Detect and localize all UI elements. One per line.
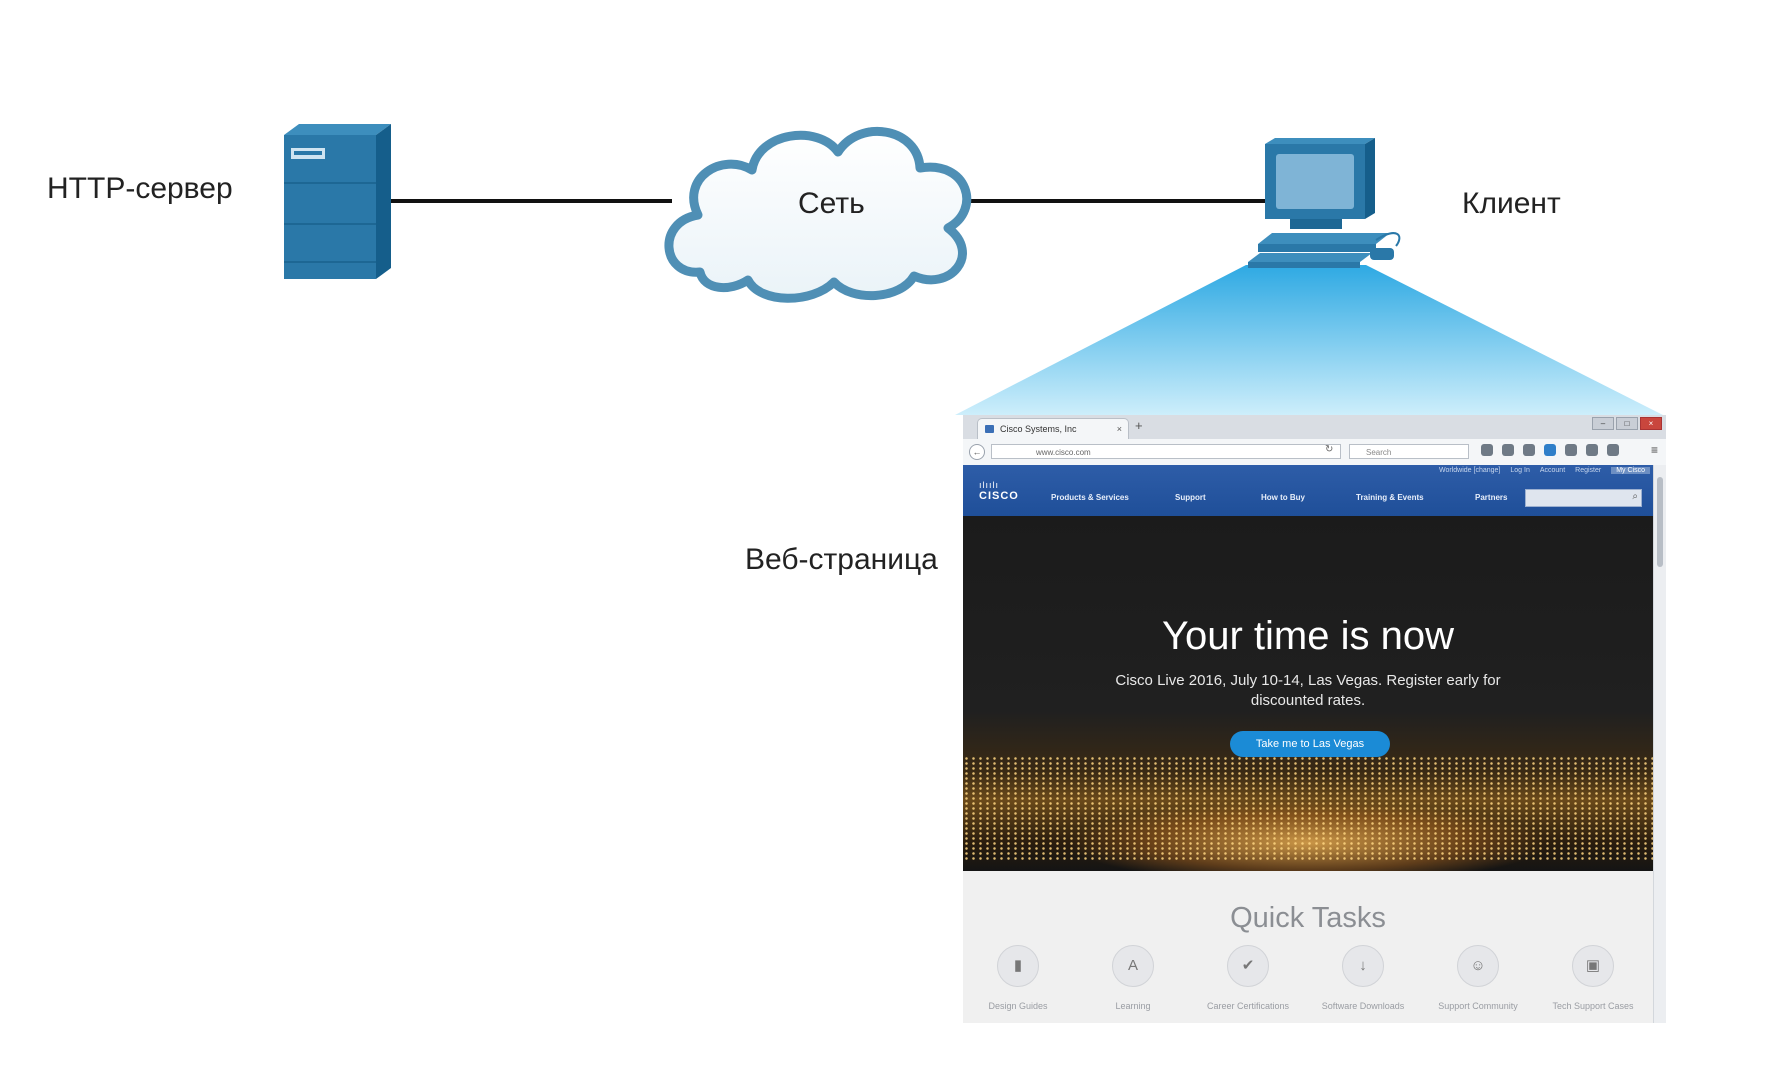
quick-task-label: Tech Support Cases (1552, 1001, 1634, 1011)
utility-link-account[interactable]: Account (1539, 467, 1566, 474)
addon-icon[interactable] (1607, 444, 1619, 456)
page-scrollbar[interactable] (1653, 465, 1666, 1023)
menu-icon[interactable]: ≡ (1650, 443, 1658, 457)
server-icon (284, 124, 391, 279)
utility-link-login[interactable]: Log In (1510, 467, 1530, 474)
quick-task-label: Support Community (1438, 1001, 1518, 1011)
quick-task-label: Learning (1115, 1001, 1151, 1011)
certification-icon: ✔ (1227, 945, 1269, 987)
hero-cta-button[interactable]: Take me to Las Vegas (1230, 731, 1390, 757)
logo-text: CISCO (979, 490, 1019, 502)
tab-close-icon[interactable]: × (1116, 424, 1122, 434)
downloads-icon[interactable] (1544, 444, 1556, 456)
back-button[interactable]: ← (969, 444, 985, 460)
utility-link-worldwide[interactable]: Worldwide [change] (1439, 467, 1501, 474)
nav-products-services[interactable]: Products & Services (1051, 493, 1129, 502)
hero-title: Your time is now (1162, 614, 1454, 658)
cisco-logo[interactable]: ılıılı CISCO (979, 480, 1019, 503)
window-controls: – □ × (1592, 417, 1662, 430)
quick-task-tech-support-cases[interactable]: ▣ Tech Support Cases (1538, 945, 1648, 1011)
city-lights-image (963, 756, 1653, 861)
search-placeholder: Search (1366, 448, 1392, 457)
search-icon: ⌕ (1632, 491, 1638, 502)
close-window-button[interactable]: × (1640, 417, 1662, 430)
webpage-screenshot: Cisco Systems, Inc × + – □ × ← www.cisco… (963, 415, 1666, 1023)
logo-bars-icon: ılıılı (979, 480, 1000, 490)
tab-title: Cisco Systems, Inc (1000, 424, 1077, 434)
browser-tab[interactable]: Cisco Systems, Inc × (977, 418, 1129, 439)
network-label: Сеть (798, 187, 865, 220)
document-icon: ▮ (997, 945, 1039, 987)
quick-task-learning[interactable]: A Learning (1078, 945, 1188, 1011)
address-bar[interactable]: www.cisco.com (991, 444, 1341, 459)
webpage-label: Веб-страница (745, 543, 938, 576)
site-header: Worldwide [change] Log In Account Regist… (963, 465, 1666, 516)
maximize-button[interactable]: □ (1616, 417, 1638, 430)
reload-icon[interactable]: ↻ (1325, 444, 1334, 455)
minimize-button[interactable]: – (1592, 417, 1614, 430)
quick-task-label: Design Guides (988, 1001, 1048, 1011)
client-label: Клиент (1462, 187, 1561, 220)
server-label: HTTP-сервер (47, 172, 233, 205)
quick-tasks-title: Quick Tasks (1230, 902, 1386, 934)
quick-task-support-community[interactable]: ☺ Support Community (1423, 945, 1533, 1011)
new-tab-button[interactable]: + (1135, 418, 1143, 433)
url-text: www.cisco.com (1036, 448, 1091, 457)
projection-beam (955, 265, 1663, 415)
reading-list-icon[interactable] (1502, 444, 1514, 456)
quick-task-software-downloads[interactable]: ↓ Software Downloads (1308, 945, 1418, 1011)
quick-task-label: Software Downloads (1321, 1001, 1405, 1011)
quick-task-design-guides[interactable]: ▮ Design Guides (963, 945, 1073, 1011)
pocket-icon[interactable] (1523, 444, 1535, 456)
nav-how-to-buy[interactable]: How to Buy (1261, 493, 1305, 502)
browser-titlebar: Cisco Systems, Inc × + – □ × (963, 415, 1666, 439)
my-cisco-button[interactable]: My Cisco (1611, 467, 1650, 474)
scrollbar-thumb[interactable] (1657, 477, 1663, 567)
chat-icon[interactable] (1586, 444, 1598, 456)
network-cloud-icon (664, 126, 972, 303)
browser-search-input[interactable]: Search (1349, 444, 1469, 459)
client-computer-icon (1248, 138, 1401, 268)
nav-support[interactable]: Support (1175, 493, 1206, 502)
nav-partners[interactable]: Partners (1475, 493, 1508, 502)
hero-banner: Your time is now Cisco Live 2016, July 1… (963, 516, 1653, 871)
hero-subtitle: Cisco Live 2016, July 10-14, Las Vegas. … (1115, 672, 1501, 709)
favicon-icon (985, 425, 994, 433)
browser-navbar: ← www.cisco.com ↻ Search ≡ (963, 439, 1666, 466)
bookmark-star-icon[interactable] (1481, 444, 1493, 456)
download-icon: ↓ (1342, 945, 1384, 987)
toolbar-icons (1481, 444, 1619, 456)
site-search-input[interactable]: ⌕ (1525, 489, 1642, 507)
briefcase-icon: ▣ (1572, 945, 1614, 987)
utility-links: Worldwide [change] Log In Account Regist… (1439, 467, 1650, 474)
quick-task-career-certifications[interactable]: ✔ Career Certifications (1193, 945, 1303, 1011)
quick-task-label: Career Certifications (1206, 1001, 1290, 1011)
nav-training-events[interactable]: Training & Events (1356, 493, 1424, 502)
learning-icon: A (1112, 945, 1154, 987)
community-icon: ☺ (1457, 945, 1499, 987)
utility-link-register[interactable]: Register (1575, 467, 1602, 474)
home-icon[interactable] (1565, 444, 1577, 456)
